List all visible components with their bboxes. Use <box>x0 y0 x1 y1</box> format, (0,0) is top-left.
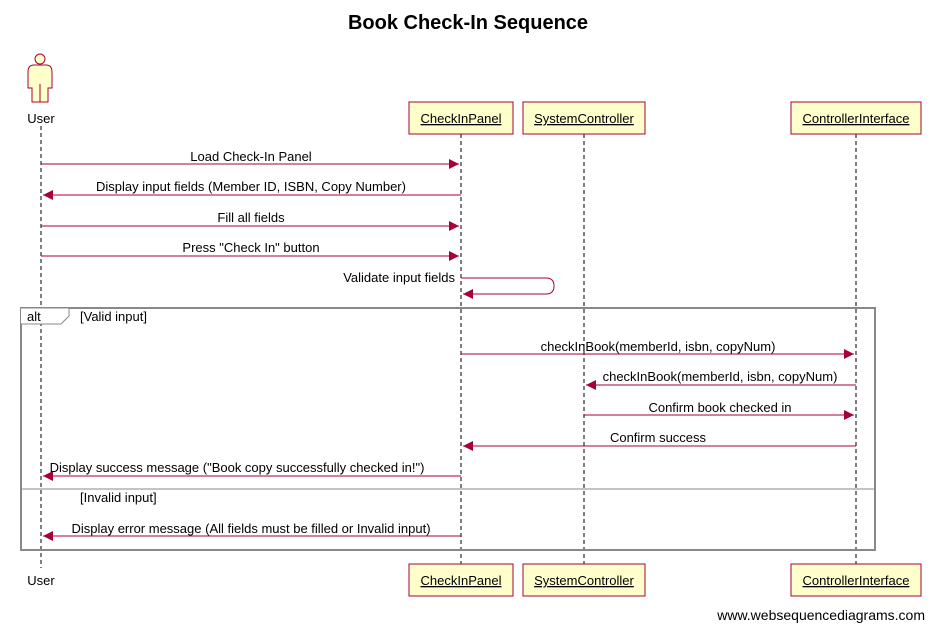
message-label: Confirm book checked in <box>648 400 791 415</box>
watermark-text: www.websequencediagrams.com <box>716 607 925 623</box>
message-label: Display input fields (Member ID, ISBN, C… <box>96 179 406 194</box>
message-label: Display success message ("Book copy succ… <box>50 460 425 475</box>
participant-checkinpanel-bottom <box>408 563 514 597</box>
message-label: checkInBook(memberId, isbn, copyNum) <box>603 369 838 384</box>
participant-controllerinterface-bottom <box>790 563 922 597</box>
message-label: Fill all fields <box>217 210 285 225</box>
participant-checkinpanel-label: CheckInPanel <box>421 111 502 126</box>
diagram-title: Book Check-In Sequence <box>348 12 588 34</box>
message-label: Load Check-In Panel <box>190 149 312 164</box>
alt-operator-label: alt <box>27 309 41 324</box>
participant-systemcontroller-label: SystemController <box>534 111 634 126</box>
participant-checkinpanel-label-bottom: CheckInPanel <box>421 573 502 588</box>
message-label: Validate input fields <box>343 270 455 285</box>
alt-guard-invalid: [Invalid input] <box>80 490 157 505</box>
participant-user-label: User <box>27 111 55 126</box>
participant-checkinpanel <box>408 101 514 135</box>
participant-systemcontroller <box>522 101 646 135</box>
participant-controllerinterface-label: ControllerInterface <box>803 111 910 126</box>
participant-user-label-bottom: User <box>27 573 55 588</box>
alt-operator-tab <box>21 307 70 325</box>
message-label: Display error message (All fields must b… <box>71 521 430 536</box>
participant-systemcontroller-label-bottom: SystemController <box>534 573 634 588</box>
message-label: Press "Check In" button <box>182 240 319 255</box>
message-label: Confirm success <box>610 430 707 445</box>
alt-guard-valid: [Valid input] <box>80 309 147 324</box>
actor-user-icon <box>27 53 53 103</box>
participant-controllerinterface <box>790 101 922 135</box>
alt-fragment-frame <box>20 307 876 551</box>
self-message-arrow <box>461 277 555 299</box>
participant-systemcontroller-bottom <box>522 563 646 597</box>
participant-controllerinterface-label-bottom: ControllerInterface <box>803 573 910 588</box>
message-label: checkInBook(memberId, isbn, copyNum) <box>541 339 776 354</box>
